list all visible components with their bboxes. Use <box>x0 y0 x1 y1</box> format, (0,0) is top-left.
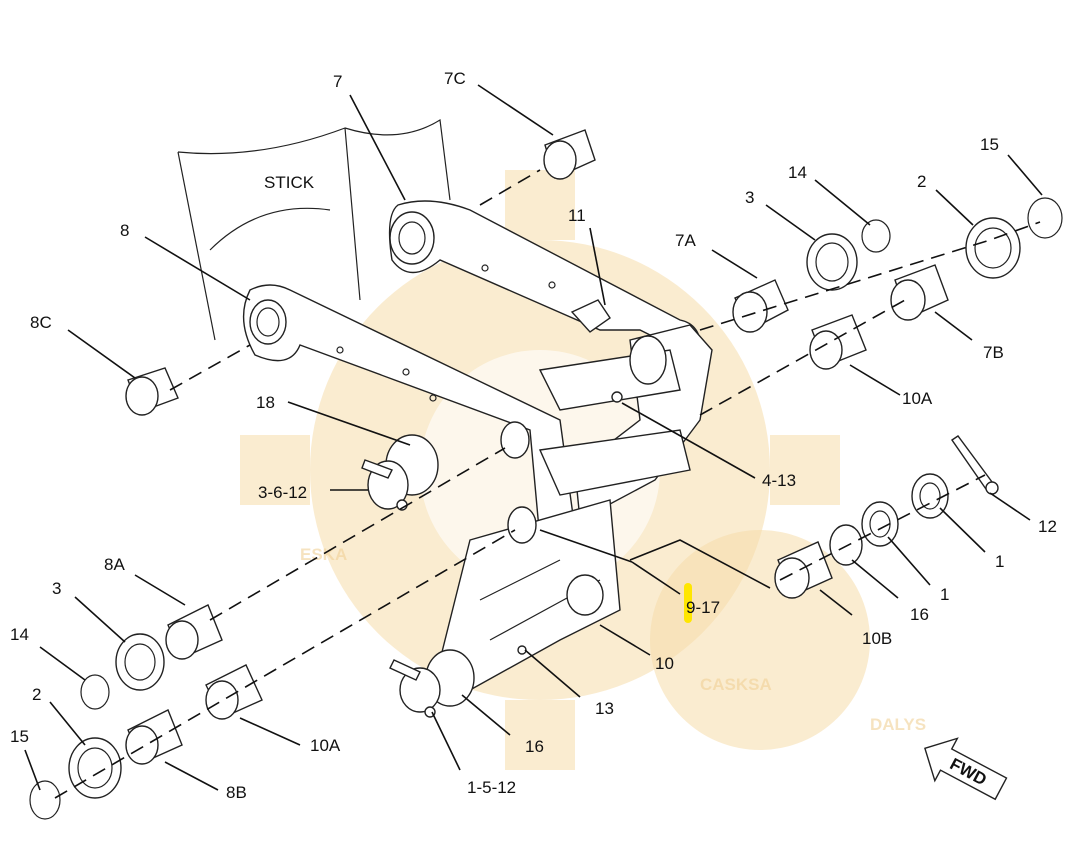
pin-1-5-12 <box>389 649 475 718</box>
callout-15-bottom: 15 <box>10 727 29 746</box>
callout-10: 10 <box>655 654 674 673</box>
callout-3-bottom: 3 <box>52 579 61 598</box>
callout-9-17: 9-17 <box>686 598 720 617</box>
callout-7b: 7B <box>983 343 1004 362</box>
callout-12: 12 <box>1038 517 1057 536</box>
pin-3-6-12 <box>361 434 439 511</box>
callout-1-a: 1 <box>995 552 1004 571</box>
callout-7a: 7A <box>675 231 696 250</box>
callout-4-13: 4-13 <box>762 471 796 490</box>
callout-2-bottom: 2 <box>32 685 41 704</box>
callout-8a: 8A <box>104 555 125 574</box>
callout-10a-top: 10A <box>902 389 933 408</box>
highlight-mark <box>684 583 692 623</box>
callout-8c: 8C <box>30 313 52 332</box>
callout-3-top: 3 <box>745 188 754 207</box>
callout-7: 7 <box>333 72 342 91</box>
loose-parts <box>29 129 1063 820</box>
callout-3-6-12: 3-6-12 <box>258 483 307 502</box>
linkage-assembly <box>242 200 713 691</box>
callout-1-5-12: 1-5-12 <box>467 778 516 797</box>
callout-8b: 8B <box>226 783 247 802</box>
callout-1-b: 1 <box>940 585 949 604</box>
callout-14-bottom: 14 <box>10 625 29 644</box>
callout-15-top: 15 <box>980 135 999 154</box>
callout-10b: 10B <box>862 629 892 648</box>
callout-16-bottom: 16 <box>525 737 544 756</box>
callout-13: 13 <box>595 699 614 718</box>
callout-10a-bottom: 10A <box>310 736 341 755</box>
callout-labels: 7 7C 11 8 8C 7A 3 14 2 15 7B 10A 18 3-6-… <box>10 69 1057 802</box>
callout-14-top: 14 <box>788 163 807 182</box>
callout-16-right: 16 <box>910 605 929 624</box>
watermark-big: ESKA <box>300 545 347 564</box>
callout-11: 11 <box>568 206 586 225</box>
callout-7c: 7C <box>444 69 466 88</box>
stick-outline: STICK <box>177 118 451 341</box>
fwd-arrow-icon: FWD <box>924 737 1008 801</box>
watermark-small: DALYS <box>870 715 926 734</box>
stick-label: STICK <box>264 173 315 192</box>
callout-18: 18 <box>256 393 275 412</box>
leader-lines <box>24 84 1043 791</box>
watermark-mid: CASKSA <box>700 675 772 694</box>
callout-2-top: 2 <box>917 172 926 191</box>
callout-8: 8 <box>120 221 129 240</box>
center-lines <box>54 169 1041 799</box>
